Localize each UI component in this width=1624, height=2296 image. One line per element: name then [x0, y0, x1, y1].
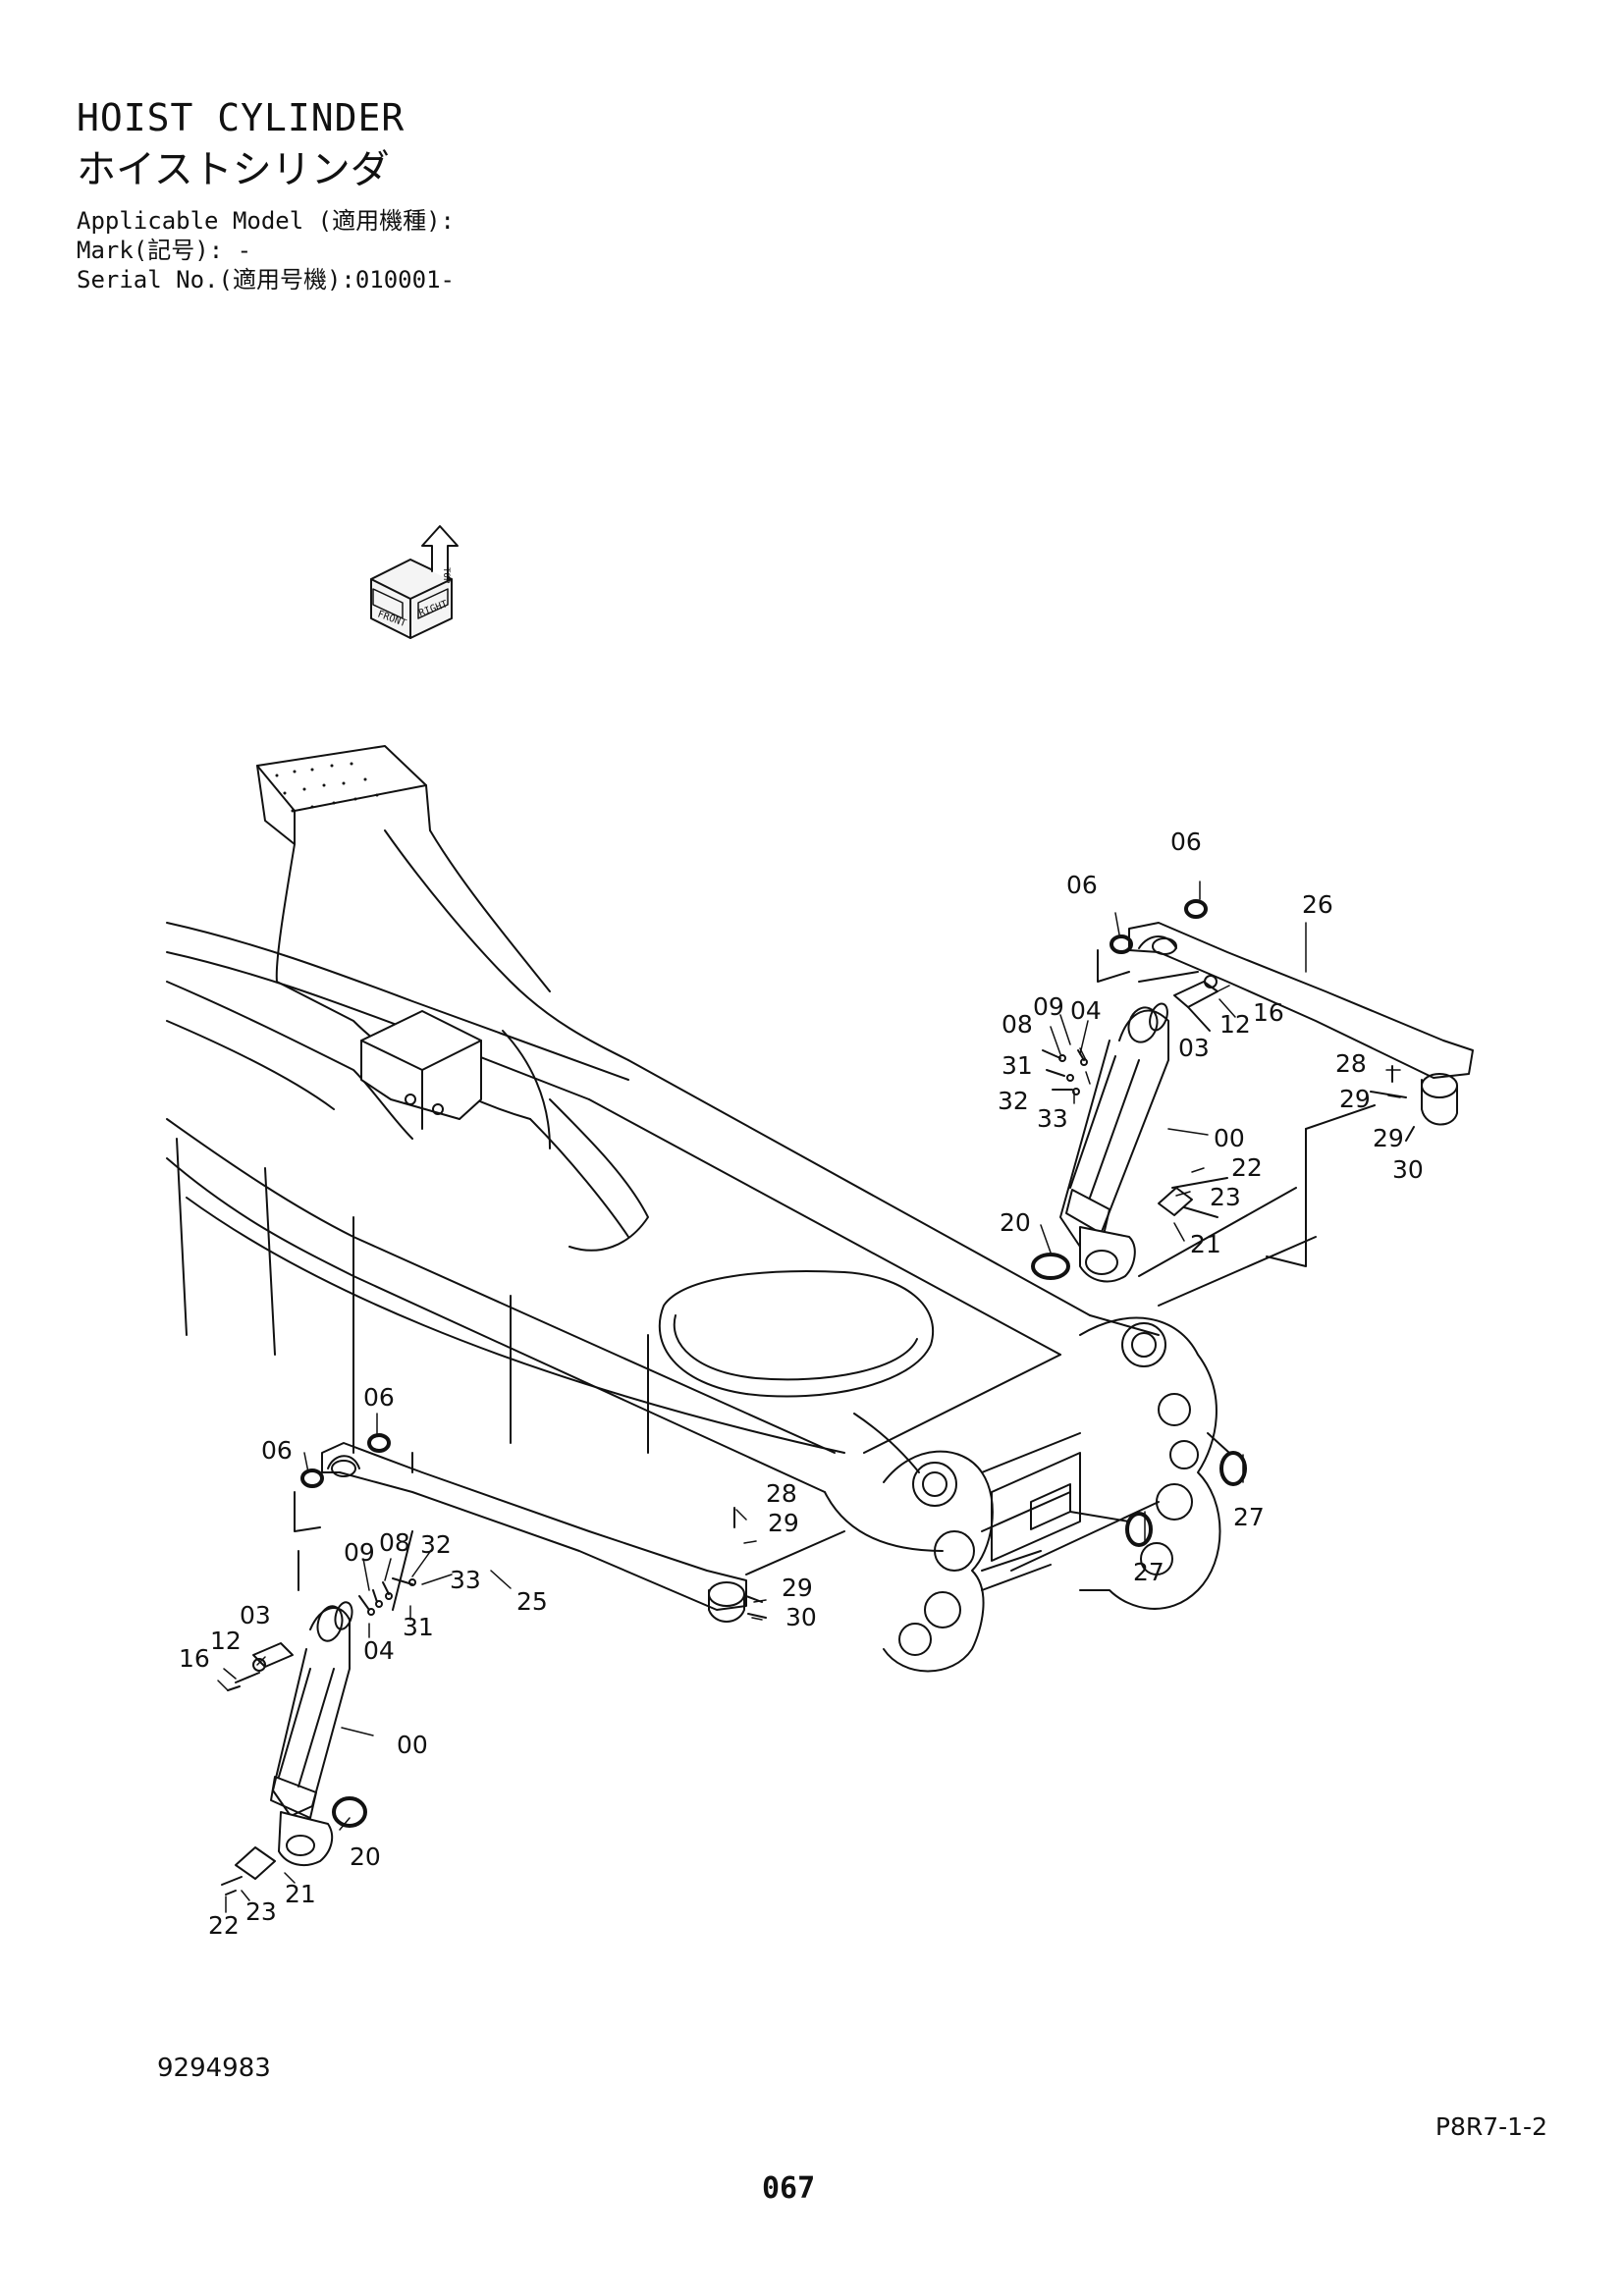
- callout: 22: [208, 1911, 240, 1940]
- callout: 21: [1190, 1230, 1221, 1258]
- right-hoist-assembly: [1031, 899, 1474, 1307]
- callout: 20: [1000, 1208, 1031, 1237]
- orientation-label-top: TOP: [441, 567, 451, 584]
- callout: 06: [1170, 828, 1202, 856]
- callout: 32: [420, 1530, 452, 1559]
- callout: 29: [1373, 1124, 1404, 1152]
- callout: 31: [403, 1613, 434, 1641]
- page-title-japanese: ホイストシリンダ: [77, 147, 390, 192]
- serial-field: Serial No.(適用号機):010001-: [77, 266, 455, 294]
- callout: 32: [998, 1087, 1029, 1115]
- applicable-model: Applicable Model (適用機種):: [77, 207, 455, 235]
- orientation-icon: FRONT TOP RIGHT: [370, 525, 459, 639]
- callout: 16: [179, 1644, 210, 1673]
- callout: 29: [782, 1574, 813, 1602]
- callout: 12: [210, 1627, 242, 1655]
- callout: 08: [1001, 1010, 1033, 1039]
- callout: 27: [1133, 1558, 1164, 1586]
- callout: 21: [285, 1880, 316, 1908]
- left-hoist-assembly: [221, 1432, 1247, 1896]
- callout: 20: [350, 1842, 381, 1871]
- callout: 26: [1302, 890, 1333, 919]
- callout: 16: [1253, 998, 1284, 1027]
- page-number: 067: [762, 2171, 816, 2206]
- callout: 23: [245, 1897, 277, 1926]
- callout: 28: [1335, 1049, 1367, 1078]
- callout: 25: [516, 1587, 548, 1616]
- callout: 03: [1178, 1034, 1210, 1062]
- callout: 12: [1219, 1010, 1251, 1039]
- mark-field: Mark(記号): -: [77, 237, 252, 264]
- drawing-number: 9294983: [157, 2054, 271, 2083]
- callout: 00: [397, 1731, 428, 1759]
- callout: 04: [363, 1636, 395, 1665]
- callout: 33: [450, 1566, 481, 1594]
- callout: 28: [766, 1479, 797, 1508]
- dump-truck-frame: [166, 745, 1221, 1673]
- callout: 33: [1037, 1104, 1068, 1133]
- callout: 22: [1231, 1153, 1263, 1182]
- callout: 30: [785, 1603, 817, 1631]
- callout: 31: [1001, 1051, 1033, 1080]
- callout: 27: [1233, 1503, 1265, 1531]
- page-title: HOIST CYLINDER: [77, 96, 406, 139]
- page-reference: P8R7-1-2: [1435, 2112, 1547, 2141]
- callout: 06: [1066, 871, 1098, 899]
- callout-labels: 06 06 26 08 09 04 12 16 03 31 32 33 28 2…: [179, 828, 1424, 1940]
- callout: 04: [1070, 996, 1102, 1025]
- callout: 29: [768, 1509, 799, 1537]
- leader-lines: [217, 881, 1401, 1913]
- callout: 23: [1210, 1183, 1241, 1211]
- callout: 03: [240, 1601, 271, 1629]
- callout: 00: [1214, 1124, 1245, 1152]
- callout: 09: [1033, 992, 1064, 1021]
- callout: 09: [344, 1538, 375, 1567]
- callout: 06: [261, 1436, 293, 1465]
- callout: 29: [1339, 1085, 1371, 1113]
- callout: 08: [379, 1528, 410, 1557]
- callout: 30: [1392, 1155, 1424, 1184]
- callout: 06: [363, 1383, 395, 1412]
